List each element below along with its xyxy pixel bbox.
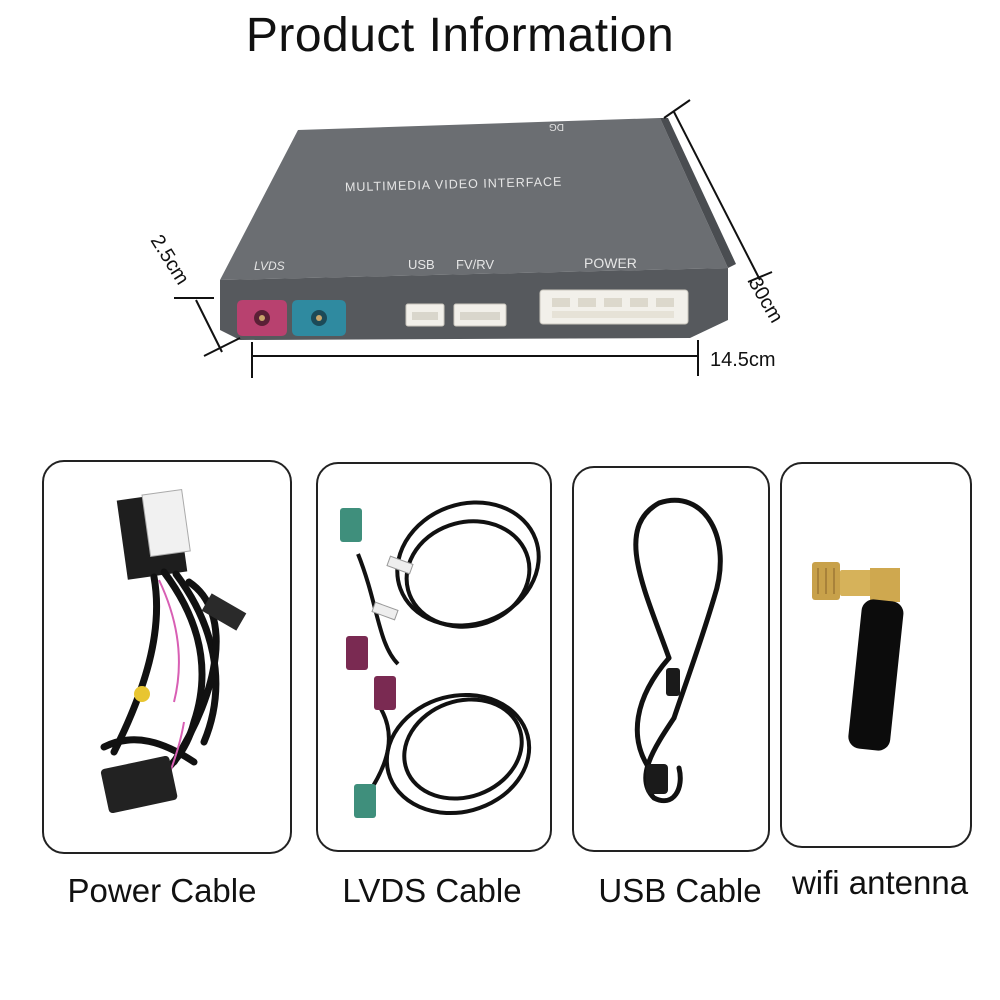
power-cable-image <box>100 488 247 814</box>
lvds-cable-caption: LVDS Cable <box>342 872 522 909</box>
wifi-antenna-image <box>812 562 904 751</box>
lvds-port-label: LVDS <box>254 259 285 273</box>
usb-cable-image <box>633 497 723 804</box>
depth-dimension-label: 30cm <box>744 274 788 327</box>
usb-socket <box>405 303 445 327</box>
usb-port-label: USB <box>408 257 435 272</box>
lvds-cable-card <box>316 462 552 852</box>
lvds-connector-teal <box>292 300 346 336</box>
height-dimension <box>174 297 241 357</box>
device-corner-mark: DG <box>549 121 564 132</box>
lvds-connector-pink <box>237 300 287 336</box>
power-cable-caption: Power Cable <box>67 872 257 909</box>
page-title: Product Information <box>245 9 675 62</box>
power-cable-card <box>42 460 292 854</box>
wifi-antenna-card <box>780 462 972 848</box>
power-port-label: POWER <box>584 255 637 271</box>
height-dimension-label: 2.5cm <box>146 231 194 289</box>
fvrv-port-label: FV/RV <box>456 257 494 272</box>
usb-cable-card <box>572 466 770 852</box>
width-dimension <box>251 340 699 378</box>
depth-dimension <box>663 99 773 283</box>
fvrv-socket <box>453 303 507 327</box>
power-socket <box>539 289 689 325</box>
wifi-antenna-caption: wifi antenna <box>791 864 969 901</box>
multimedia-interface-box: MULTIMEDIA VIDEO INTERFACE DG LVDS USB F… <box>146 99 788 378</box>
lvds-cable-image <box>340 500 541 818</box>
usb-cable-caption: USB Cable <box>598 872 762 909</box>
device-brand-text: MULTIMEDIA VIDEO INTERFACE <box>345 175 563 195</box>
width-dimension-label: 14.5cm <box>710 349 776 371</box>
